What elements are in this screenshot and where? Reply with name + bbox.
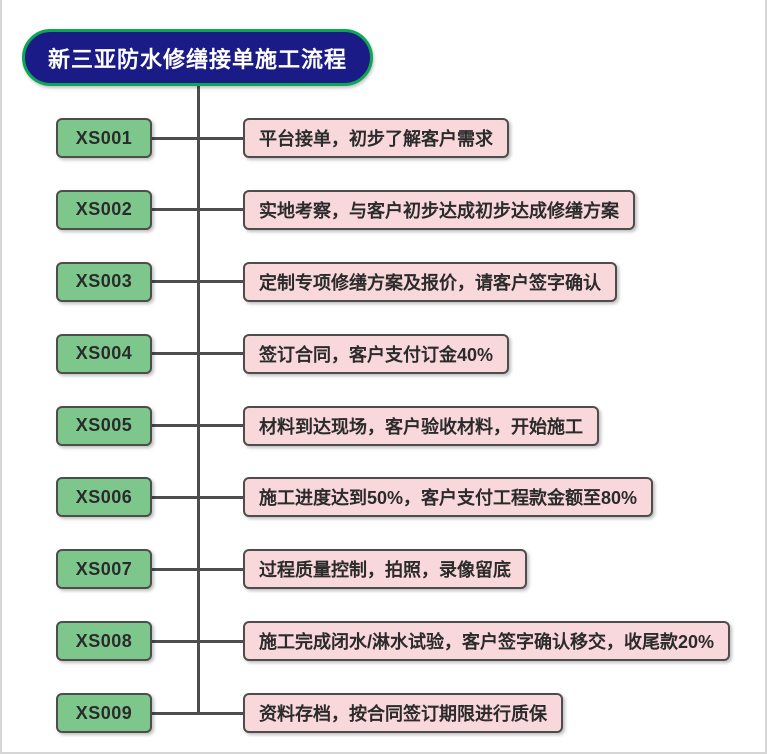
step-code-node[interactable]: XS001	[56, 118, 152, 158]
step-code-node[interactable]: XS009	[56, 693, 152, 733]
connector-branch-line	[150, 495, 245, 499]
step-description-node[interactable]: 实地考察，与客户初步达成初步达成修缮方案	[243, 189, 635, 230]
connector-branch-line	[150, 567, 245, 571]
step-description-node[interactable]: 施工进度达到50%，客户支付工程款金额至80%	[243, 477, 654, 518]
connector-branch-line	[150, 208, 245, 212]
connector-branch-line	[150, 639, 245, 643]
flowchart-title-node[interactable]: 新三亚防水修缮接单施工流程	[22, 29, 373, 86]
step-code-node[interactable]: XS005	[56, 405, 152, 446]
step-description-node[interactable]: 定制专项修缮方案及报价，请客户签字确认	[243, 261, 617, 302]
connector-branch-line	[150, 711, 245, 715]
page-edge-left	[0, 0, 2, 754]
connector-branch-line	[150, 424, 245, 427]
connector-branch-line	[150, 280, 245, 284]
connector-trunk-line	[197, 86, 200, 715]
step-code-node[interactable]: XS006	[56, 477, 152, 518]
step-code-node[interactable]: XS007	[56, 549, 152, 590]
step-code-node[interactable]: XS004	[56, 333, 152, 374]
page-edge-right	[765, 0, 767, 754]
page-edge-bottom	[0, 752, 767, 754]
step-description-node[interactable]: 平台接单，初步了解客户需求	[243, 118, 509, 158]
step-description-node[interactable]: 材料到达现场，客户验收材料，开始施工	[243, 405, 599, 446]
step-description-node[interactable]: 签订合同，客户支付订金40%	[243, 333, 510, 374]
connector-branch-line	[150, 136, 245, 140]
step-code-node[interactable]: XS002	[56, 189, 152, 230]
step-code-node[interactable]: XS003	[56, 261, 152, 302]
step-description-node[interactable]: 过程质量控制，拍照，录像留底	[243, 549, 527, 590]
step-description-node[interactable]: 资料存档，按合同签订期限进行质保	[243, 693, 563, 733]
step-description-node[interactable]: 施工完成闭水/淋水试验，客户签字确认移交，收尾款20%	[243, 621, 731, 662]
connector-branch-line	[150, 352, 245, 356]
step-code-node[interactable]: XS008	[56, 621, 152, 662]
